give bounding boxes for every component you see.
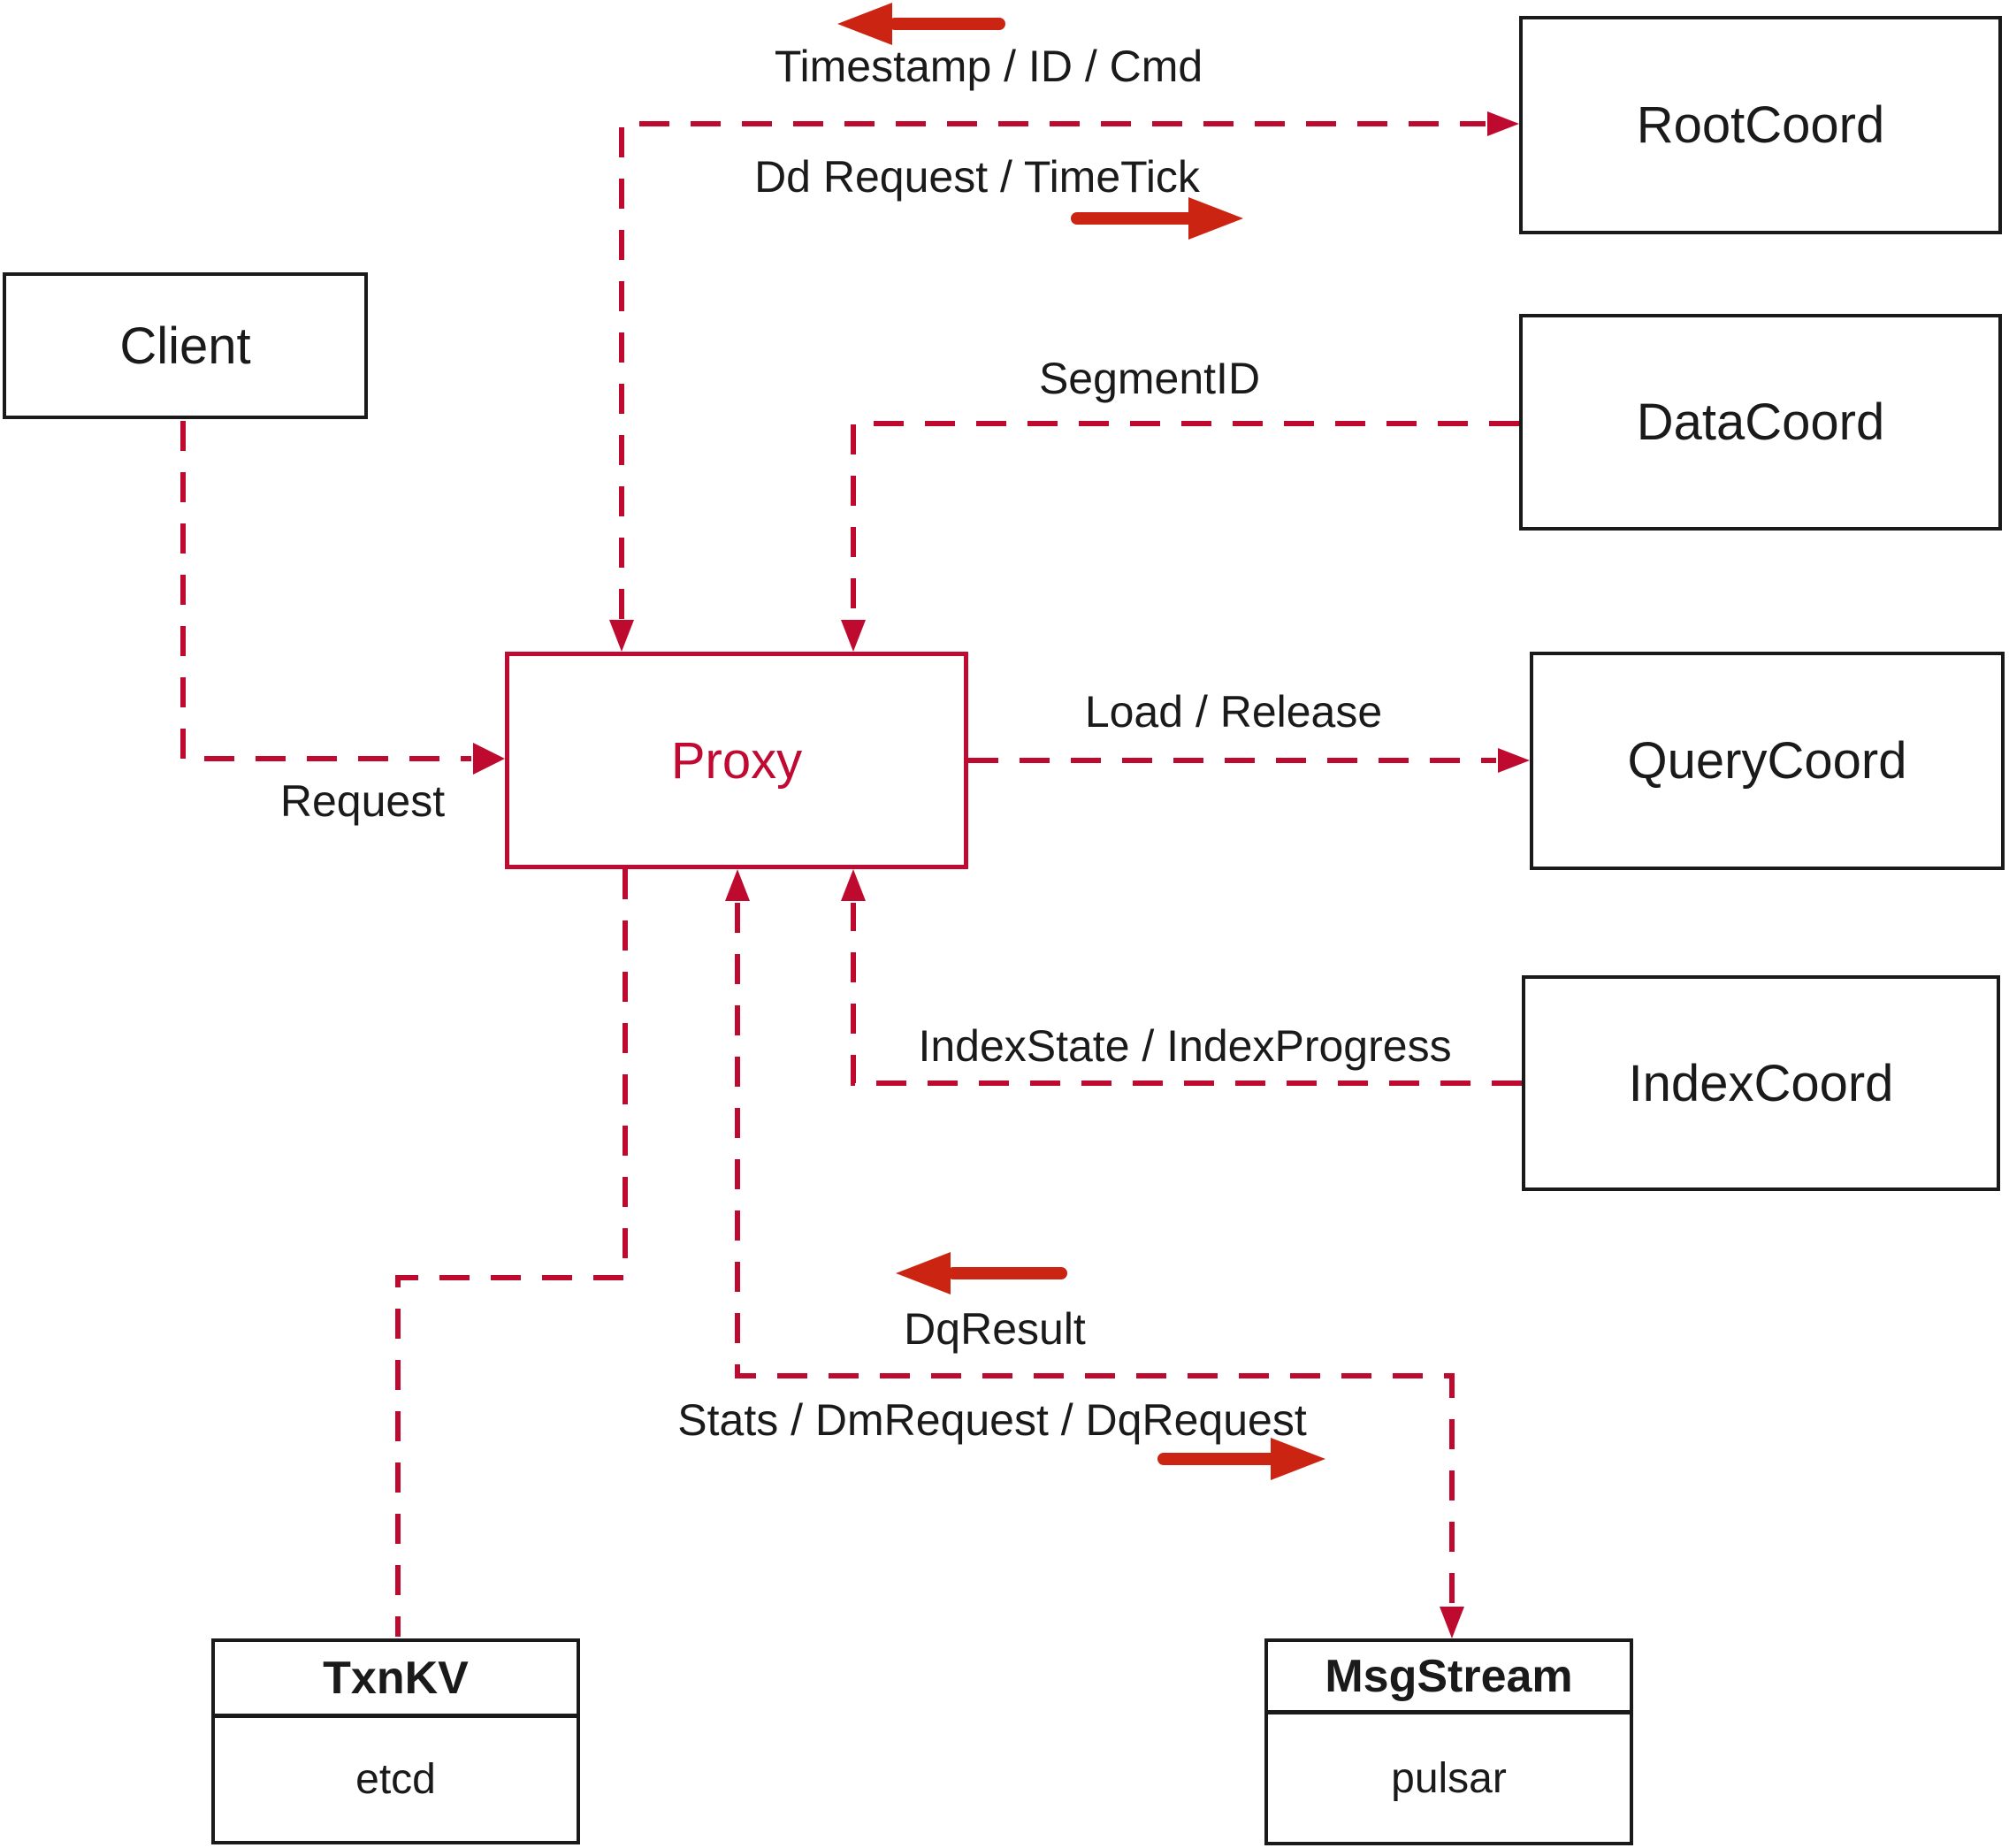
node-rootcoord: RootCoord: [1519, 16, 2002, 234]
node-proxy-label: Proxy: [670, 731, 803, 790]
node-txnkv: TxnKV etcd: [211, 1638, 580, 1844]
node-msgstream-title: MsgStream: [1268, 1642, 1630, 1714]
arrowhead-into-querycoord: [1498, 748, 1530, 773]
edge-proxy-msgstream: [735, 903, 1455, 1605]
node-indexcoord-label: IndexCoord: [1628, 1054, 1894, 1112]
node-datacoord: DataCoord: [1519, 314, 2002, 531]
edge-label-timestamp-id-cmd: Timestamp / ID / Cmd: [774, 42, 1203, 91]
direction-arrow-left-timestamp: [837, 3, 1005, 45]
edge-proxy-rootcoord: [619, 121, 1486, 619]
node-indexcoord: IndexCoord: [1522, 975, 2000, 1191]
direction-arrow-right-ddrequest: [1071, 197, 1243, 240]
node-txnkv-title: TxnKV: [215, 1642, 577, 1718]
edge-label-index-state-progress: IndexState / IndexProgress: [918, 1021, 1452, 1071]
arrowhead-into-rootcoord: [1487, 111, 1519, 136]
node-client: Client: [3, 272, 368, 419]
direction-arrow-right-stats: [1157, 1438, 1325, 1480]
node-msgstream-subtitle: pulsar: [1391, 1754, 1507, 1802]
arrowhead-into-proxy-top-left: [609, 620, 634, 652]
arrowhead-into-proxy-top-right: [841, 620, 866, 652]
node-proxy: Proxy: [505, 652, 968, 869]
edge-datacoord-proxy: [851, 421, 1519, 619]
node-datacoord-label: DataCoord: [1636, 393, 1885, 451]
edge-label-request: Request: [279, 776, 446, 826]
node-client-label: Client: [119, 317, 251, 375]
edge-label-segment-id: SegmentID: [1038, 354, 1261, 403]
arrowhead-into-proxy-bottom-left: [725, 869, 750, 901]
arrowhead-into-proxy-bottom-right: [841, 869, 866, 901]
node-txnkv-subtitle: etcd: [355, 1756, 436, 1803]
direction-arrow-left-dqresult: [896, 1252, 1067, 1294]
node-msgstream: MsgStream pulsar: [1264, 1638, 1633, 1845]
node-querycoord: QueryCoord: [1530, 652, 2005, 870]
edge-indexcoord-proxy: [851, 903, 1522, 1086]
arrowhead-into-proxy-left: [473, 743, 505, 775]
edge-label-load-release: Load / Release: [1084, 687, 1383, 737]
edge-label-dd-request-timetick: Dd Request / TimeTick: [754, 152, 1200, 202]
arrowhead-into-msgstream: [1440, 1607, 1464, 1638]
node-rootcoord-label: RootCoord: [1636, 96, 1885, 154]
node-querycoord-label: QueryCoord: [1627, 732, 1907, 790]
edge-label-dq-result: DqResult: [904, 1304, 1086, 1354]
edge-client-proxy: [180, 421, 471, 761]
edge-proxy-txnkv: [395, 869, 628, 1637]
edge-label-stats-dm-dq: Stats / DmRequest / DqRequest: [677, 1395, 1307, 1445]
